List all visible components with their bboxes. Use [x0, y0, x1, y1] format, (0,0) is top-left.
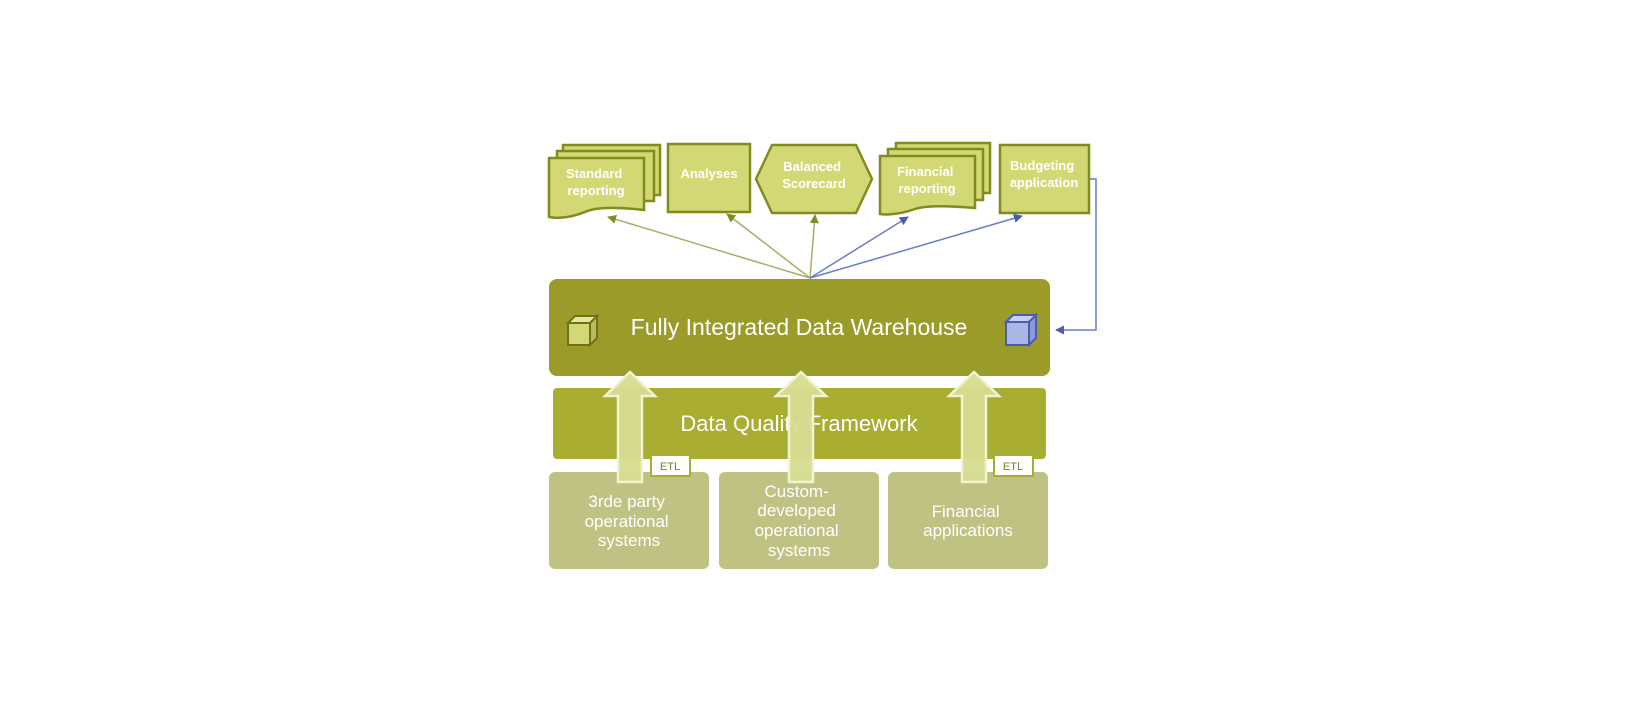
financial-apps-line-2: applications — [923, 521, 1013, 540]
financial-reporting-shape: Financial reporting — [878, 141, 992, 216]
svg-text:Balanced Scorecard: Balanced Scorecard — [782, 159, 846, 191]
arrow-to-balanced-scorecard — [809, 214, 819, 279]
custom-line-3: operational — [755, 521, 839, 540]
financial-reporting-line-2: reporting — [898, 181, 955, 196]
third-party-line-1: 3rde party — [588, 492, 665, 511]
analyses-shape: Analyses — [666, 142, 752, 214]
arrow-budgeting-feedback — [1055, 178, 1097, 335]
balanced-scorecard-line-1: Balanced — [783, 159, 841, 174]
standard-reporting-line-2: reporting — [567, 183, 624, 198]
custom-line-1: Custom- — [765, 482, 829, 501]
source-third-party-box: 3rde party operational systems — [549, 472, 709, 569]
arrow-to-analyses — [726, 213, 811, 279]
balanced-scorecard-line-2: Scorecard — [782, 176, 846, 191]
source-financial-box: Financial applications — [888, 472, 1048, 569]
svg-text:Standard reporting: Standard reporting — [566, 166, 626, 198]
budgeting-application-line-2: application — [1010, 175, 1079, 190]
arrow-to-standard-reporting — [607, 215, 811, 279]
analyses-label: Analyses — [680, 166, 737, 181]
arrow-to-budgeting-application — [809, 213, 1023, 279]
svg-text:Budgeting application: Budgeting application — [1010, 158, 1079, 190]
third-party-line-2: operational — [585, 512, 669, 531]
third-party-line-3: systems — [598, 531, 660, 550]
standard-reporting-line-1: Standard — [566, 166, 622, 181]
etl-arrow-right — [945, 370, 1003, 484]
budgeting-application-shape: Budgeting application — [998, 143, 1091, 215]
blue-cube-icon — [1003, 312, 1039, 348]
source-custom-box: Custom- developed operational systems — [719, 472, 879, 569]
financial-reporting-line-1: Financial — [897, 164, 953, 179]
custom-line-4: systems — [768, 541, 830, 560]
svg-text:Financial reporting: Financial reporting — [897, 164, 957, 196]
etl-label-left: ETL — [660, 461, 680, 473]
output-connectors — [607, 178, 1097, 335]
budgeting-application-line-1: Budgeting — [1010, 158, 1074, 173]
etl-badge-left: ETL — [650, 454, 691, 477]
olive-cube-icon — [565, 313, 600, 348]
etl-arrow-left — [601, 370, 659, 484]
etl-arrow-middle — [772, 370, 830, 484]
arrow-to-financial-reporting — [809, 216, 909, 279]
svg-text:Financial applications: Financial applications — [923, 502, 1013, 540]
etl-label-right: ETL — [1003, 461, 1023, 473]
data-warehouse-box: Fully Integrated Data Warehouse — [549, 279, 1050, 376]
custom-line-2: developed — [757, 501, 835, 520]
standard-reporting-shape: Standard reporting — [547, 143, 662, 220]
svg-text:3rde party operational: 3rde party operational systems — [585, 492, 674, 550]
etl-badge-right: ETL — [993, 454, 1034, 477]
data-warehouse-title: Fully Integrated Data Warehouse — [631, 314, 968, 340]
svg-text:Custom- developed: Custom- developed operational systems — [755, 482, 844, 560]
balanced-scorecard-shape: Balanced Scorecard — [754, 143, 874, 215]
financial-apps-line-1: Financial — [932, 502, 1000, 521]
